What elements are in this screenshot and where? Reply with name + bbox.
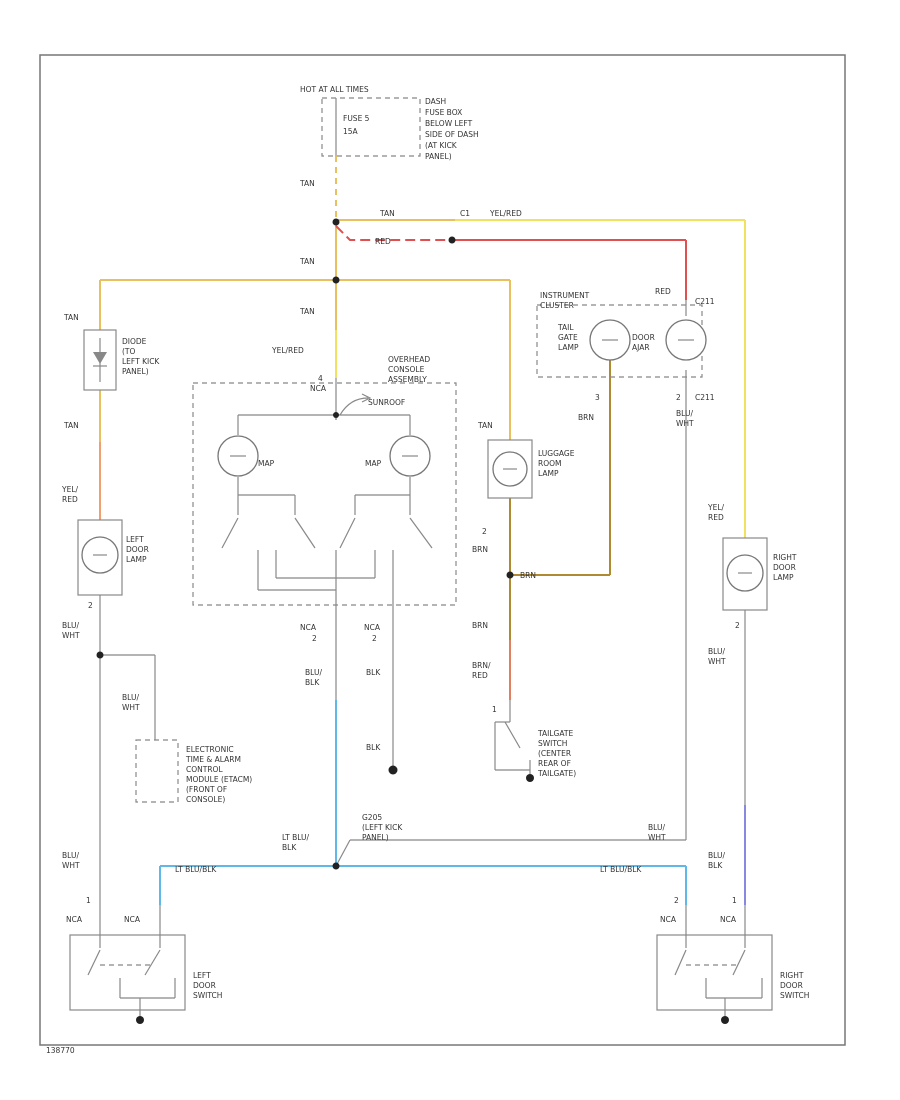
svg-text:2: 2 — [676, 393, 681, 402]
svg-text:C1: C1 — [460, 209, 470, 218]
svg-text:BLK: BLK — [366, 743, 381, 752]
svg-text:NCA: NCA — [364, 623, 381, 632]
power-source-label: HOT AT ALL TIMES — [300, 85, 369, 94]
svg-text:INSTRUMENT CLUSTER: INSTRUMENT CLUSTER — [540, 291, 592, 310]
left-door-lamp: LEFT DOOR LAMP — [77, 519, 151, 596]
svg-text:TAN: TAN — [63, 421, 79, 430]
svg-text:RIGHT DOOR SWITCH: RIGHT DOOR SWITCH — [780, 971, 809, 1000]
svg-text:YEL/RED: YEL/RED — [271, 346, 304, 355]
fuse-amp-label: 15A — [343, 127, 359, 136]
map-lamp-left: MAP — [217, 435, 275, 477]
right-door-lamp: RIGHT DOOR LAMP — [722, 537, 799, 611]
svg-text:G205 (LEFT KICK PA: G205 (LEFT KICK PANEL) — [362, 813, 405, 842]
svg-text:BRN: BRN — [520, 571, 536, 580]
svg-text:RED: RED — [655, 287, 671, 296]
svg-text:BLU/ BLK: BLU/ BLK — [708, 851, 727, 870]
svg-text:1: 1 — [86, 896, 91, 905]
wires — [99, 156, 746, 905]
left-door-switch: LEFT DOOR SWITCH — [69, 905, 222, 1024]
svg-text:SUNROOF: SUNROOF — [368, 398, 405, 407]
svg-text:BRN: BRN — [578, 413, 594, 422]
svg-text:BLU/ WHT: BLU/ WHT — [62, 621, 81, 640]
svg-text:YEL/RED: YEL/RED — [489, 209, 522, 218]
svg-text:NCA: NCA — [720, 915, 737, 924]
svg-text:2: 2 — [312, 634, 317, 643]
svg-text:DIODE (TO LEFT KIC: DIODE (TO LEFT KICK PANEL) — [122, 337, 162, 376]
svg-text:BRN/ RED: BRN/ RED — [472, 661, 493, 680]
svg-text:C211: C211 — [695, 297, 715, 306]
svg-text:2: 2 — [735, 621, 740, 630]
svg-text:BLK: BLK — [366, 668, 381, 677]
svg-text:NCA: NCA — [300, 623, 317, 632]
diagram-id: 138770 — [46, 1046, 75, 1055]
fuse-box-location: DASH FUSE BOX BELOW LEFT SIDE OF DASH (A… — [425, 97, 481, 161]
svg-text:BRN: BRN — [472, 545, 488, 554]
svg-text:2: 2 — [88, 601, 93, 610]
svg-text:2: 2 — [372, 634, 377, 643]
svg-text:C211: C211 — [695, 393, 715, 402]
svg-text:TAN: TAN — [299, 179, 315, 188]
svg-text:TAN: TAN — [299, 307, 315, 316]
svg-text:YEL/ RED: YEL/ RED — [707, 503, 726, 522]
svg-text:2: 2 — [674, 896, 679, 905]
svg-text:NCA: NCA — [310, 384, 327, 393]
svg-text:1: 1 — [492, 705, 497, 714]
svg-text:NCA: NCA — [660, 915, 677, 924]
tailgate-lamp: TAIL GATE LAMP — [557, 319, 631, 361]
svg-text:ELECTRONIC TIME & ALARM: ELECTRONIC TIME & ALARM CONTROL MODULE (… — [185, 745, 255, 804]
door-ajar-lamp: DOOR AJAR — [632, 319, 707, 361]
svg-text:TAN: TAN — [299, 257, 315, 266]
fuse-label: FUSE 5 — [343, 114, 370, 123]
svg-text:BLU/ BLK: BLU/ BLK — [305, 668, 324, 687]
svg-text:BLU/ WHT: BLU/ WHT — [676, 409, 695, 428]
svg-text:1: 1 — [732, 896, 737, 905]
diode: DIODE (TO LEFT KICK PANEL) — [83, 329, 162, 391]
svg-text:BLU/ WHT: BLU/ WHT — [62, 851, 81, 870]
svg-text:DOOR AJAR: DOOR AJAR — [632, 333, 657, 352]
svg-text:RED: RED — [375, 237, 391, 246]
svg-text:YEL/ RED: YEL/ RED — [61, 485, 80, 504]
fuse-box-outline — [321, 97, 421, 157]
svg-text:LT BLU/BLK: LT BLU/BLK — [600, 865, 642, 874]
svg-text:4: 4 — [318, 374, 323, 383]
wire-labels: TAN TAN TAN TAN C1 YEL/RED RED YEL/RED N… — [61, 179, 740, 924]
right-door-switch: RIGHT DOOR SWITCH — [656, 905, 809, 1024]
overhead-console-outline — [192, 382, 457, 606]
svg-text:BLU/ WHT: BLU/ WHT — [648, 823, 667, 842]
luggage-room-lamp: LUGGAGE ROOM LAMP — [487, 439, 577, 499]
svg-text:BLU/ WHT: BLU/ WHT — [122, 693, 141, 712]
svg-text:MAP: MAP — [258, 459, 275, 468]
svg-text:LUGGAGE ROOM LAMP: LUGGAGE ROOM LAMP — [538, 449, 577, 478]
svg-text:BRN: BRN — [472, 621, 488, 630]
svg-text:NCA: NCA — [66, 915, 83, 924]
svg-text:LEFT DOOR SWITCH: LEFT DOOR SWITCH — [193, 971, 222, 1000]
svg-text:TAIL GATE LAMP: TAIL GATE LAMP — [557, 323, 580, 352]
svg-text:TAN: TAN — [379, 209, 395, 218]
svg-text:TAN: TAN — [63, 313, 79, 322]
diagram-frame — [39, 54, 846, 1046]
svg-text:LEFT DOOR LAMP: LEFT DOOR LAMP — [126, 535, 151, 564]
svg-text:2: 2 — [482, 527, 487, 536]
splice-nodes — [96, 218, 534, 870]
svg-text:MAP: MAP — [365, 459, 382, 468]
svg-text:3: 3 — [595, 393, 600, 402]
svg-text:LT BLU/BLK: LT BLU/BLK — [175, 865, 217, 874]
fuse-box: HOT AT ALL TIMES FUSE 5 15A DASH FUSE BO… — [300, 85, 481, 161]
svg-text:OVERHEAD CONSOLE A: OVERHEAD CONSOLE ASSEMBLY — [388, 355, 433, 384]
svg-text:TAILGATE SWITCH (C: TAILGATE SWITCH (CENTER REAR OF TAILGATE… — [537, 729, 576, 778]
svg-text:BLU/ WHT: BLU/ WHT — [708, 647, 727, 666]
svg-text:RIGHT DOOR LAMP: RIGHT DOOR LAMP — [773, 553, 799, 582]
svg-text:LT BLU/ BLK: LT BLU/ BLK — [282, 833, 311, 852]
map-lamp-right: MAP — [365, 435, 431, 477]
etacm-outline — [135, 739, 179, 803]
svg-text:NCA: NCA — [124, 915, 141, 924]
svg-text:TAN: TAN — [477, 421, 493, 430]
